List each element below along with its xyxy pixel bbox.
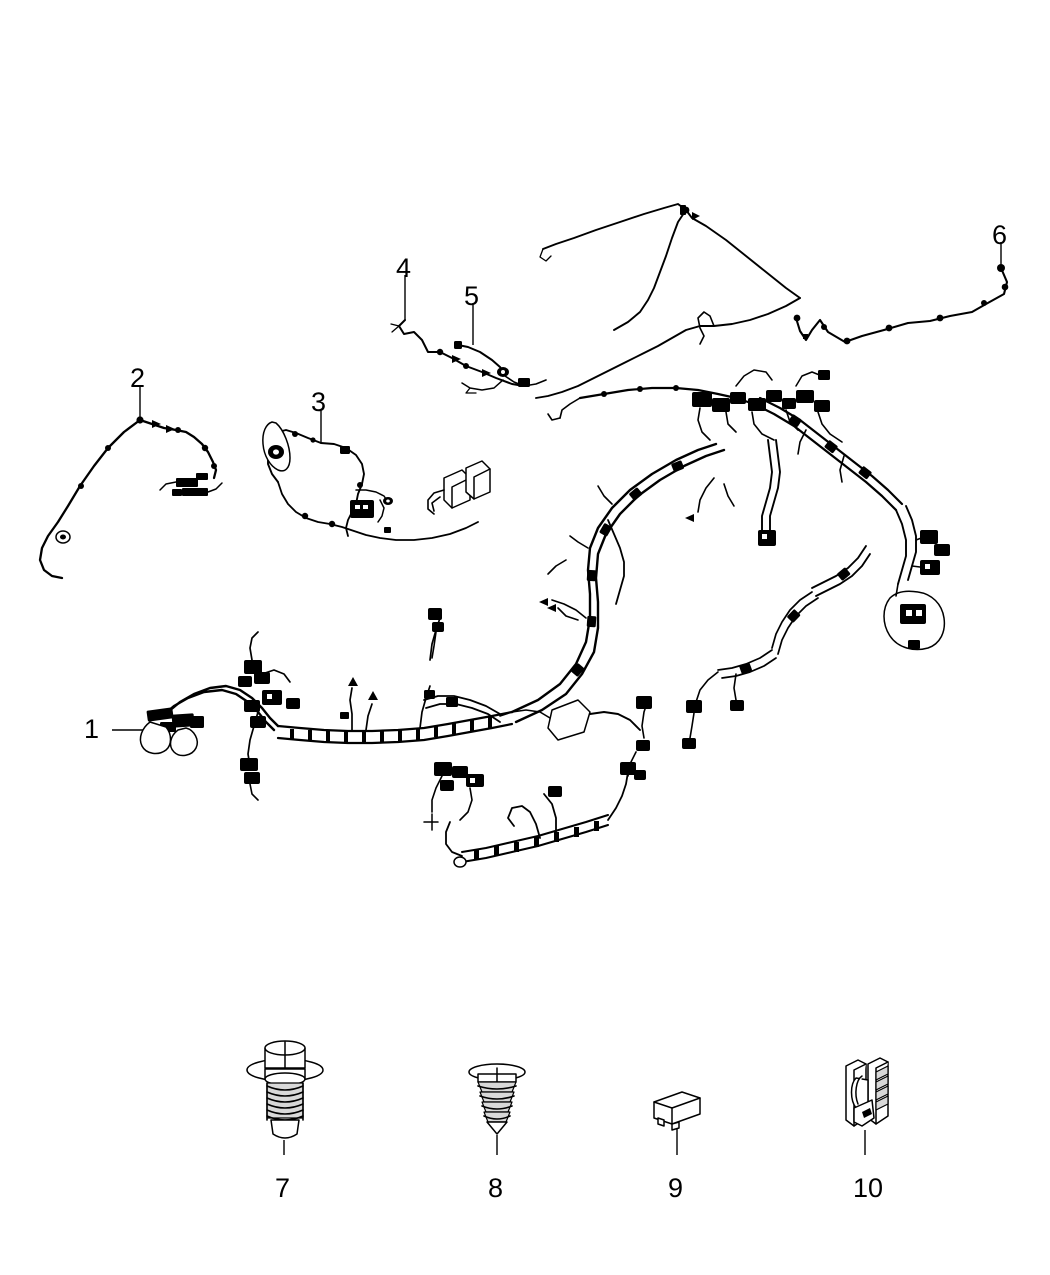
- part-1-lower-left-cluster: [423, 762, 484, 831]
- part-1-center-junction: [238, 631, 300, 801]
- callout-label-8[interactable]: 8: [488, 1173, 504, 1203]
- rear-arch-clips: [547, 460, 684, 677]
- part-1-upper-right-cluster: [692, 369, 843, 443]
- part-2-liftgate-harness: [38, 416, 223, 580]
- bolt-thread: [266, 1082, 304, 1121]
- callout-label-4[interactable]: 4: [396, 253, 412, 283]
- callout-label-7[interactable]: 7: [275, 1173, 291, 1203]
- callout-label-1[interactable]: 1: [84, 714, 100, 744]
- part-7-hex-bolt: [246, 1040, 324, 1139]
- part-1-right-module: [883, 505, 950, 651]
- part-6-headliner-harness: [793, 264, 1009, 345]
- part-2-connector-cluster: [159, 473, 223, 496]
- part-3-door-harness: [262, 421, 491, 541]
- part-1-main-body-harness: [139, 369, 950, 868]
- callout-label-10[interactable]: 10: [853, 1173, 884, 1203]
- roof-harness-loop: [535, 203, 801, 399]
- callout-label-3[interactable]: 3: [311, 387, 327, 417]
- lower-rail-ticks: [474, 821, 599, 860]
- sill-rail-ticks: [290, 717, 492, 742]
- part-10-ratchet-clip: [845, 1057, 889, 1127]
- clip-fins: [477, 1081, 517, 1135]
- right-branch-clips: [788, 414, 872, 483]
- part-8-push-pin-clip: [468, 1063, 526, 1135]
- callout-label-5[interactable]: 5: [464, 281, 480, 311]
- callout-label-2[interactable]: 2: [130, 363, 146, 393]
- leader-lines: [112, 242, 1002, 1155]
- part-4-roof-jumper: [390, 319, 525, 387]
- part-1-left-connectors: [139, 707, 204, 757]
- part-5-overhead-console-wiring: [454, 341, 547, 394]
- ratchet-teeth: [875, 1065, 889, 1111]
- part-9-retainer-clip: [653, 1091, 701, 1131]
- callout-label-9[interactable]: 9: [668, 1173, 684, 1203]
- callout-label-6[interactable]: 6: [992, 220, 1008, 250]
- part-3-connector-block: [427, 460, 491, 515]
